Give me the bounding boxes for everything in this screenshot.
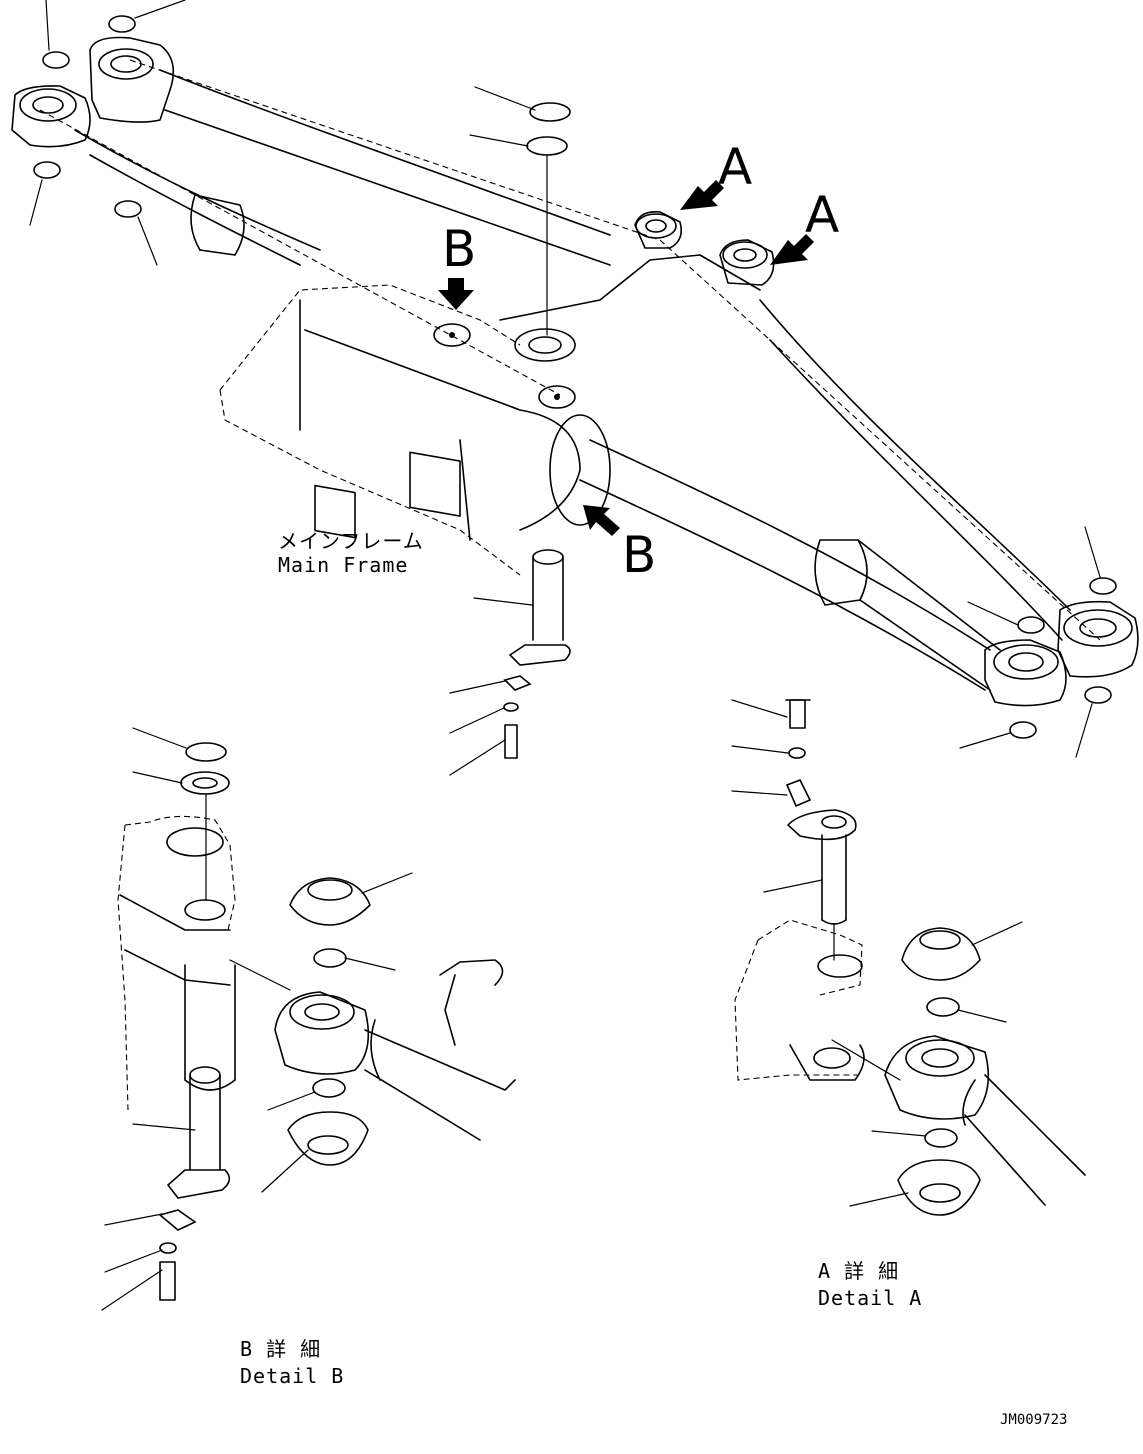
shim-tag xyxy=(1009,721,1037,739)
callout-b-upper: B xyxy=(442,220,476,278)
center-pivot-tower xyxy=(433,254,761,409)
detail-b-assembly xyxy=(101,727,516,1311)
pivot-a-right xyxy=(719,239,775,286)
shim-tag xyxy=(1089,577,1117,595)
main-frame-label-jp: メインフレーム xyxy=(278,529,424,553)
right-front-eye xyxy=(984,639,1067,707)
pivot-a-left xyxy=(634,210,683,249)
dust-seal-a-lower xyxy=(897,1159,981,1216)
left-rear-eye xyxy=(89,36,175,123)
main-frame-label-en: Main Frame xyxy=(278,553,408,577)
snap-ring xyxy=(185,742,227,762)
shim-tag xyxy=(1017,616,1045,634)
detail-a-label-en: Detail A xyxy=(818,1286,922,1310)
shim-tag xyxy=(114,200,142,218)
arrow-a-left xyxy=(680,180,724,210)
callout-b-lower: B xyxy=(622,526,656,584)
leader-lines-main xyxy=(29,0,1101,776)
arrow-b-lower xyxy=(583,505,620,536)
dust-seal-lower xyxy=(287,1111,369,1166)
main-assembly xyxy=(11,0,1139,776)
detail-a-label-jp: A 詳 細 xyxy=(818,1259,899,1283)
detail-a-assembly xyxy=(731,699,1086,1216)
shim-top xyxy=(526,136,568,156)
arrow-a-right xyxy=(770,234,814,265)
shim-small xyxy=(312,1078,346,1098)
shim-small xyxy=(313,948,347,968)
left-front-eye xyxy=(11,85,91,148)
shim-tag xyxy=(33,161,61,179)
detail-b-label-jp: B 詳 細 xyxy=(240,1337,321,1361)
shim-tag xyxy=(108,15,136,33)
callout-a-right: A xyxy=(805,186,839,244)
shim-tag xyxy=(1084,686,1112,704)
shim xyxy=(180,771,230,795)
drawing-code: JM009723 xyxy=(1000,1412,1067,1428)
dust-seal-upper xyxy=(289,877,371,926)
shim-tag xyxy=(42,51,70,69)
right-rear-eye xyxy=(1057,600,1139,678)
dust-seal-a-upper xyxy=(901,927,981,981)
snap-ring-top xyxy=(529,102,571,122)
main-frame-body xyxy=(219,284,611,576)
arrow-b-upper xyxy=(438,278,474,310)
shim-small xyxy=(926,997,960,1017)
detail-b-label-en: Detail B xyxy=(240,1364,344,1388)
callout-a-left: A xyxy=(718,138,752,196)
shim-small xyxy=(924,1128,958,1148)
main-lower-pin xyxy=(503,549,571,759)
